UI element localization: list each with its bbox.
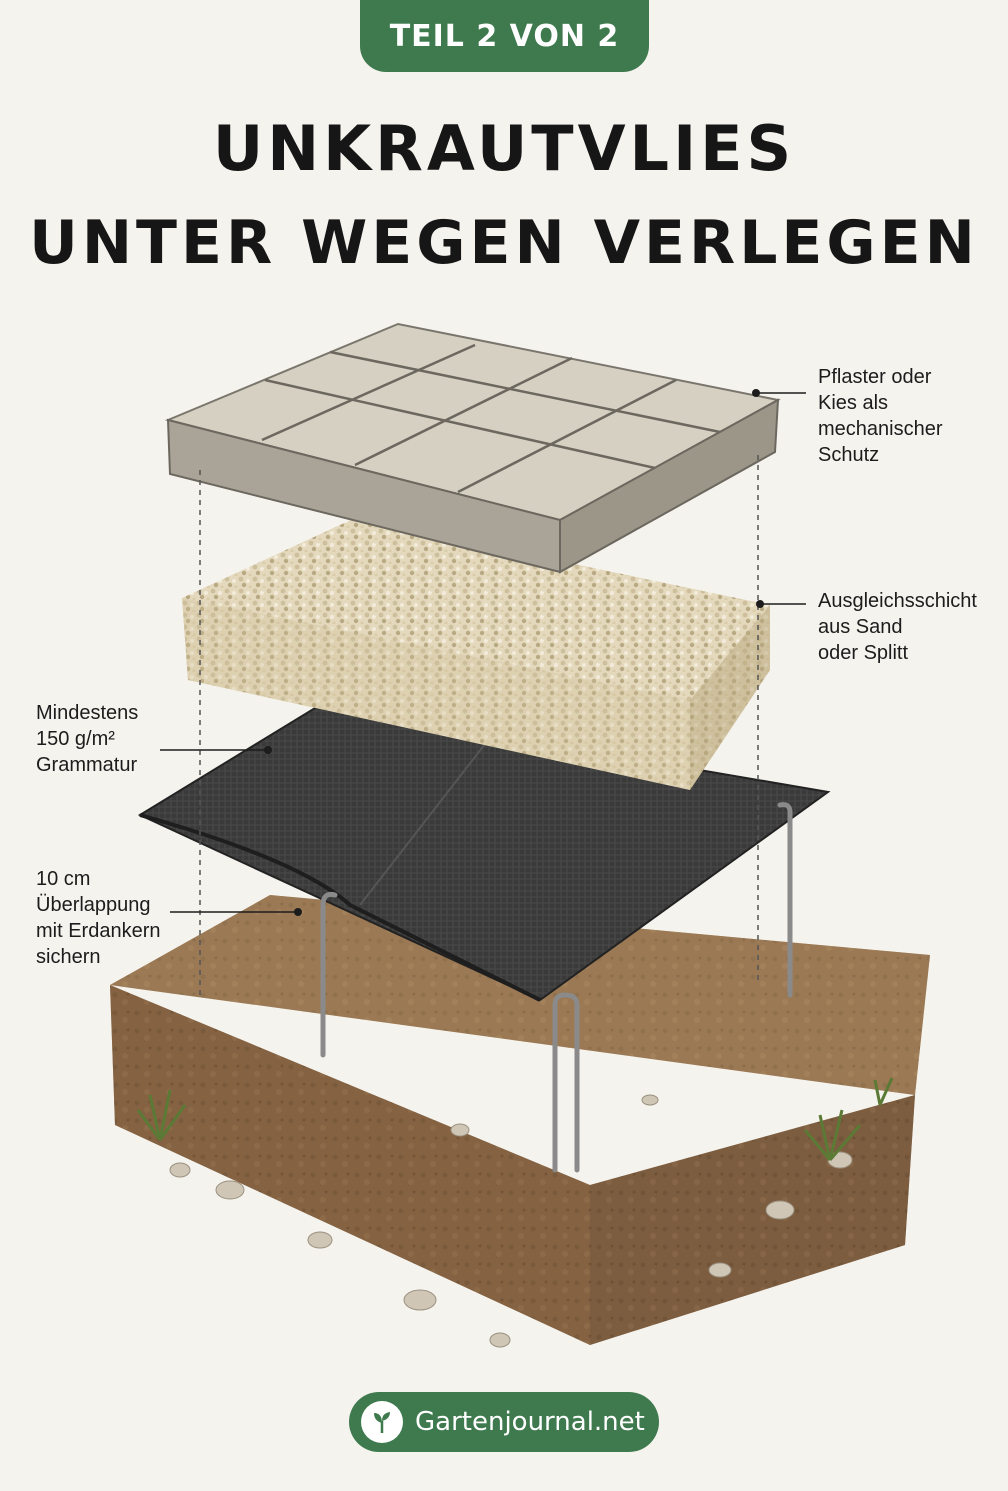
- part-badge: TEIL 2 VON 2: [360, 0, 649, 72]
- pebbles: [169, 1094, 853, 1348]
- leader-dot: [264, 746, 272, 754]
- label-fleece-weight: Mindestens 150 g/m² Grammatur: [36, 702, 139, 776]
- grass-tuft: [136, 1077, 894, 1161]
- paving-stones: [164, 322, 781, 574]
- sand-layer: [182, 518, 770, 790]
- leaf-seedling-icon: [361, 1401, 403, 1443]
- footer-brand[interactable]: Gartenjournal.net: [349, 1392, 659, 1452]
- label-sand-layer: Ausgleichsschicht aus Sand oder Splitt: [818, 590, 977, 664]
- title-line-2: UNTER WEGEN VERLEGEN: [29, 208, 979, 278]
- leader-dot: [752, 389, 760, 397]
- label-overlap-anchors: 10 cm Überlappung mit Erdankern sichern: [36, 868, 161, 968]
- leader-dot: [294, 908, 302, 916]
- leader-lines: [160, 392, 806, 913]
- title-line-1: UNKRAUTVLIES: [212, 112, 796, 185]
- label-paving: Pflaster oder Kies als mechanischer Schu…: [818, 366, 943, 466]
- leader-dot: [756, 600, 764, 608]
- site-name[interactable]: Gartenjournal.net: [415, 1407, 645, 1437]
- ground-anchor: [320, 802, 793, 1173]
